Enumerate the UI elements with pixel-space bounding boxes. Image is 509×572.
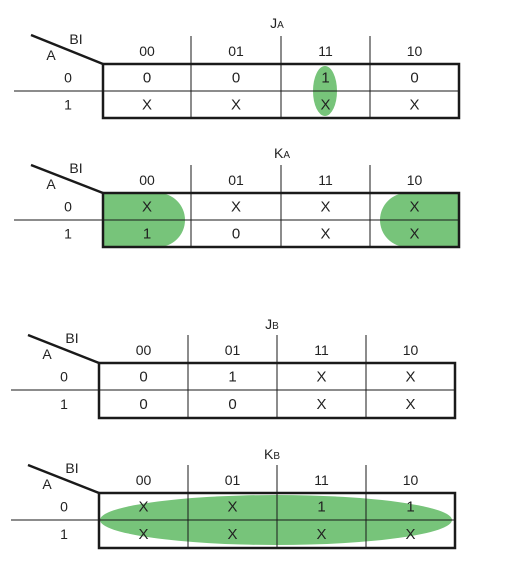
jb-title-sub: B	[272, 321, 279, 332]
ja-cell-r0-c1: 0	[232, 70, 240, 87]
ka-corner-diagonal	[30, 163, 104, 195]
jb-cell-r1-c2: X	[316, 396, 326, 413]
ja-cell-r1-c2: X	[320, 97, 330, 114]
ka-cell-r0-c2: X	[320, 199, 330, 216]
ka-cell-r1-c2: X	[320, 226, 330, 243]
ka-row-variable-label: A	[46, 176, 56, 192]
jb-cell-r0-c2: X	[316, 369, 326, 386]
kb-col-header-0: 00	[136, 472, 152, 488]
jb-title: JB	[265, 316, 279, 332]
jb-title-main: J	[265, 316, 272, 332]
kb-title: KB	[264, 446, 280, 462]
ja-col-header-3: 10	[407, 43, 423, 59]
ka-cell-r0-c1: X	[231, 199, 241, 216]
jb-cell-r0-c3: X	[405, 369, 415, 386]
ja-row-variable-label: A	[46, 47, 56, 63]
jb-cell-r0-c1: 1	[228, 369, 236, 386]
ka-col-header-0: 00	[139, 172, 155, 188]
kb-cell-r1-c0: X	[138, 526, 148, 543]
jb-col-variable-label: BI	[65, 330, 78, 346]
ka-row-header-0: 0	[64, 199, 72, 215]
ka-title-main: K	[274, 145, 284, 161]
kb-corner-diagonal	[27, 463, 100, 495]
ka-cell-r0-c0: X	[142, 199, 152, 216]
ja-cell-r1-c0: X	[142, 97, 152, 114]
kb-title-sub: B	[273, 451, 280, 462]
ja-row-header-1: 1	[64, 97, 72, 113]
jb-cell-r1-c0: 0	[139, 396, 147, 413]
kb-row-header-1: 1	[60, 526, 68, 542]
ka-cell-r1-c1: 0	[232, 226, 240, 243]
ka-cell-r1-c0: 1	[143, 226, 151, 243]
ja-corner-diagonal	[30, 33, 104, 66]
kb-col-variable-label: BI	[65, 460, 78, 476]
ja-cell-r0-c2: 1	[321, 70, 329, 87]
ka-col-header-1: 01	[228, 172, 244, 188]
ja-title: JA	[270, 15, 284, 31]
kb-cell-r1-c2: X	[316, 526, 326, 543]
ja-row-header-0: 0	[64, 70, 72, 86]
ka-title: KA	[274, 145, 290, 161]
ka-row-header-1: 1	[64, 226, 72, 242]
kb-cell-r0-c3: 1	[406, 499, 414, 516]
kb-cell-r0-c2: 1	[317, 499, 325, 516]
ja-title-main: J	[270, 15, 277, 31]
jb-col-header-1: 01	[225, 342, 241, 358]
kb-cell-r0-c1: X	[227, 499, 237, 516]
ja-col-variable-label: BI	[69, 31, 82, 47]
jb-corner-diagonal	[27, 333, 100, 365]
kb-col-header-1: 01	[225, 472, 241, 488]
ja-cell-r1-c3: X	[409, 97, 419, 114]
ka-col-variable-label: BI	[69, 160, 82, 176]
jb-col-header-0: 00	[136, 342, 152, 358]
ka-title-sub: A	[283, 150, 290, 161]
ka-col-header-3: 10	[407, 172, 423, 188]
ja-col-header-0: 00	[139, 43, 155, 59]
kb-cell-r1-c1: X	[227, 526, 237, 543]
jb-col-header-3: 10	[403, 342, 419, 358]
kb-col-header-3: 10	[403, 472, 419, 488]
kb-col-header-2: 11	[314, 472, 329, 488]
jb-cell-r0-c0: 0	[139, 369, 147, 386]
jb-row-header-1: 1	[60, 396, 68, 412]
ka-col-header-2: 11	[318, 172, 333, 188]
kb-row-variable-label: A	[42, 476, 52, 492]
ja-col-header-2: 11	[318, 43, 333, 59]
jb-col-header-2: 11	[314, 342, 329, 358]
ka-cell-r0-c3: X	[409, 199, 419, 216]
jb-cell-r1-c3: X	[405, 396, 415, 413]
kb-row-header-0: 0	[60, 499, 68, 515]
jb-cell-r1-c1: 0	[228, 396, 236, 413]
ja-cell-r1-c1: X	[231, 97, 241, 114]
ja-col-header-1: 01	[228, 43, 244, 59]
jb-row-variable-label: A	[42, 346, 52, 362]
ja-cell-r0-c3: 0	[410, 70, 418, 87]
ja-cell-r0-c0: 0	[143, 70, 151, 87]
kb-cell-r1-c3: X	[405, 526, 415, 543]
kb-title-main: K	[264, 446, 274, 462]
ka-cell-r1-c3: X	[409, 226, 419, 243]
ja-title-sub: A	[277, 20, 284, 31]
kb-cell-r0-c0: X	[138, 499, 148, 516]
jb-row-header-0: 0	[60, 369, 68, 385]
